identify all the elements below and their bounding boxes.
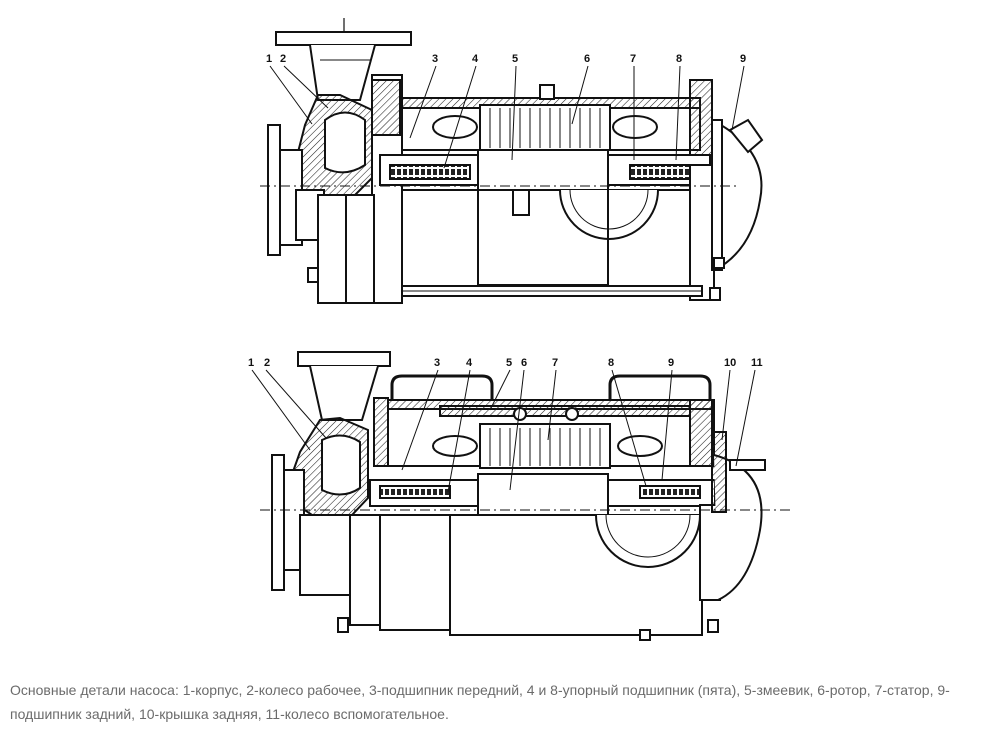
top-callout-5: 5 (512, 53, 518, 65)
top-pump-section (260, 18, 764, 304)
top-callout-7: 7 (630, 53, 636, 65)
top-callout-1: 1 (266, 53, 272, 65)
bottom-callout-9: 9 (668, 357, 674, 369)
bottom-leader-lines (251, 369, 756, 493)
bottom-callout-8: 8 (608, 357, 614, 369)
top-callout-9: 9 (740, 53, 746, 65)
bottom-callout-5: 5 (506, 357, 512, 369)
bottom-callout-4: 4 (466, 357, 473, 369)
top-callout-8: 8 (676, 53, 682, 65)
top-callout-6: 6 (584, 53, 590, 65)
bottom-callout-2: 2 (264, 357, 270, 369)
bottom-callout-10: 10 (724, 357, 736, 369)
bottom-callout-3: 3 (434, 357, 440, 369)
bottom-callout-7: 7 (552, 357, 558, 369)
bottom-callout-11: 11 (751, 357, 763, 369)
top-callout-4: 4 (472, 53, 479, 65)
bottom-pump-section (260, 351, 790, 641)
bottom-callouts: 1 2 3 4 5 6 7 8 9 10 11 (248, 357, 763, 369)
top-callouts: 1 2 3 4 5 6 7 8 9 (266, 53, 746, 65)
bottom-callout-1: 1 (248, 357, 254, 369)
bottom-callout-6: 6 (521, 357, 527, 369)
pump-drawing: 1 2 3 4 5 6 7 8 9 (248, 18, 790, 641)
top-callout-2: 2 (280, 53, 286, 65)
top-callout-3: 3 (432, 53, 438, 65)
top-leader-lines (269, 65, 745, 169)
figure-caption: Основные детали насоса: 1-корпус, 2-коле… (10, 682, 950, 722)
